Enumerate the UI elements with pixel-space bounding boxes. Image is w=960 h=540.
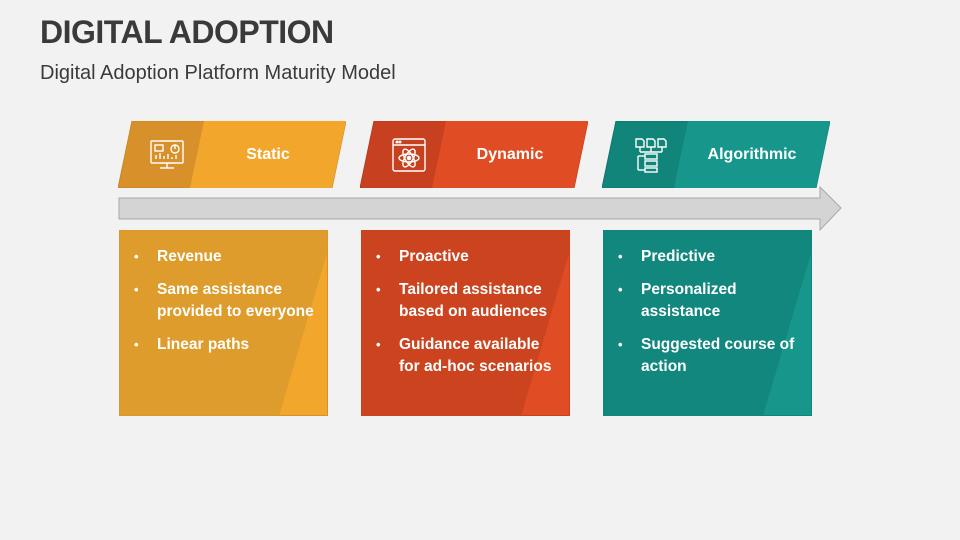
list-item: Linear paths [134,334,318,356]
stage-header-static: Static [118,121,346,188]
slide-subtitle: Digital Adoption Platform Maturity Model [40,62,396,84]
stage-header-static-shape [118,121,346,188]
flowchart-icon [632,136,670,174]
atom-browser-icon [390,136,428,174]
list-item: Proactive [376,246,560,268]
list-item: Predictive [618,246,802,268]
stage-label-static: Static [246,146,290,163]
list-item: Tailored assistance based on audiences [376,279,560,323]
dashboard-monitor-icon [148,136,186,174]
slide-title: DIGITAL ADOPTION [40,14,334,50]
card-static-bg [119,230,328,416]
stage-card-static-list: Revenue Same assistance provided to ever… [119,246,328,367]
stage-card-algorithmic-list: Predictive Personalized assistance Sugge… [603,246,812,389]
stage-header-algorithmic-shape [602,121,830,188]
stage-label-algorithmic: Algorithmic [707,146,797,163]
list-item: Suggested course of action [618,334,802,378]
stage-header-algorithmic: Algorithmic [602,121,830,188]
stage-card-algorithmic: Predictive Personalized assistance Sugge… [603,230,812,416]
list-item: Guidance available for ad-hoc scenarios [376,334,560,378]
stage-label-dynamic: Dynamic [476,146,544,163]
stage-card-dynamic-list: Proactive Tailored assistance based on a… [361,246,570,389]
timeline-arrow [118,185,842,232]
list-item: Revenue [134,246,318,268]
list-item: Personalized assistance [618,279,802,323]
list-item: Same assistance provided to everyone [134,279,318,323]
stage-card-static: Revenue Same assistance provided to ever… [119,230,328,416]
stage-card-dynamic: Proactive Tailored assistance based on a… [361,230,570,416]
stage-header-dynamic: Dynamic [360,121,588,188]
